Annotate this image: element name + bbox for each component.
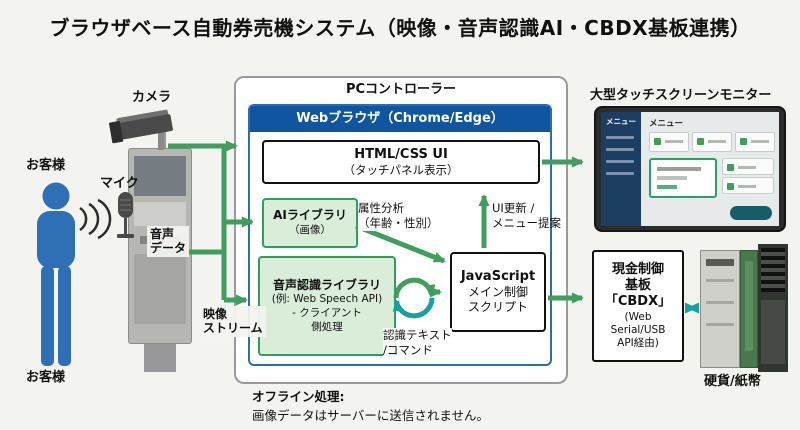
cbdx-title: 現金制御 基板 「CBDX」 xyxy=(604,261,672,310)
cbdx-subtitle: (Web Serial/USB API経由) xyxy=(610,310,666,349)
screen-card xyxy=(649,132,689,152)
cbdx-board-box: 現金制御 基板 「CBDX」 (Web Serial/USB API経由) xyxy=(592,250,684,362)
card-icon xyxy=(654,138,661,145)
sidebar-item xyxy=(606,136,634,139)
recognition-text-label: 認識テキスト /コマンド xyxy=(383,328,452,358)
page-title: ブラウザベース自動券売機システム（映像・音声認識AI・CBDX基板連携） xyxy=(49,16,751,40)
ui-update-label: UI更新 / メニュー提案 xyxy=(492,201,561,230)
card-text-bar xyxy=(738,185,756,188)
screen-card xyxy=(722,177,774,194)
touchscreen-monitor: メニュー メニュー xyxy=(594,106,786,232)
speech-library-box: 音声認識ライブラリ (例: Web Speech API) - クライアント 側… xyxy=(258,256,396,356)
monitor-screen: メニュー メニュー xyxy=(601,112,779,226)
ai-library-box: AIライブラリ （画像） xyxy=(262,198,358,248)
cash-label: 硬貨/紙幣 xyxy=(704,374,761,389)
speech-library-title: 音声認識ライブラリ xyxy=(272,277,381,292)
sidebar-item xyxy=(606,160,634,163)
web-browser-header: Webブラウザ（Chrome/Edge） xyxy=(250,106,550,132)
customer-figure-icon xyxy=(37,182,75,366)
card-icon xyxy=(697,138,704,145)
cash-unit-green-panel xyxy=(740,250,758,368)
offline-note: オフライン処理: 画像データはサーバーに送信されません。 xyxy=(252,386,489,424)
video-stream-label: 映像 ストリーム xyxy=(200,306,266,337)
card-icon xyxy=(727,183,734,190)
attribute-analysis-label: 属性分析 （年齢・性別） xyxy=(358,201,439,231)
screen-card xyxy=(722,158,774,175)
kiosk-screen xyxy=(134,156,186,196)
kiosk-door xyxy=(134,254,186,324)
javascript-box: JavaScript メイン制御 スクリプト xyxy=(450,252,546,332)
camera-label: カメラ xyxy=(132,90,172,105)
camera-icon xyxy=(108,109,173,150)
offline-note-body: 画像データはサーバーに送信されません。 xyxy=(252,408,490,423)
cash-unit-left xyxy=(700,250,740,368)
sidebar-item xyxy=(606,148,634,151)
card-icon xyxy=(727,164,734,171)
card-text-bar xyxy=(657,185,677,189)
cash-hardware-photo xyxy=(700,244,788,372)
monitor-label: 大型タッチスクリーンモニター xyxy=(590,88,772,103)
screen-sidebar-title: メニュー xyxy=(606,117,636,126)
ai-library-subtitle: （画像） xyxy=(289,223,331,236)
card-text-bar xyxy=(657,176,687,180)
cash-unit-right xyxy=(758,244,788,372)
kiosk-panel xyxy=(134,202,186,226)
ai-library-title: AIライブラリ xyxy=(273,208,347,223)
pc-controller-title: PCコントローラー xyxy=(345,82,457,97)
card-icon xyxy=(740,138,747,145)
sound-waves-icon xyxy=(79,198,112,240)
microphone-icon xyxy=(117,192,134,238)
cash-grid xyxy=(761,248,785,292)
cash-panel xyxy=(761,300,785,364)
cash-ridge xyxy=(706,279,734,282)
customer-bottom-label: お客様 xyxy=(26,370,66,385)
cash-ridge xyxy=(706,301,734,304)
audio-data-label: 音声 データ xyxy=(147,226,190,257)
card-text-bar xyxy=(657,167,701,171)
cash-ridge xyxy=(706,323,734,326)
html-css-ui-title: HTML/CSS UI xyxy=(354,146,448,162)
speech-library-body: (例: Web Speech API) - クライアント 側処理 xyxy=(271,293,383,333)
screen-sidebar: メニュー xyxy=(601,112,641,226)
javascript-body: メイン制御 スクリプト xyxy=(467,285,528,315)
card-text-bar xyxy=(665,140,683,143)
screen-selected-card xyxy=(649,158,717,198)
html-css-ui-box: HTML/CSS UI （タッチパネル表示） xyxy=(262,140,540,184)
cash-slot xyxy=(706,259,734,266)
card-text-bar xyxy=(751,140,769,143)
screen-card xyxy=(692,132,732,152)
screen-ok-button xyxy=(730,206,772,220)
offline-note-title: オフライン処理: xyxy=(252,389,345,404)
html-css-ui-subtitle: （タッチパネル表示） xyxy=(343,162,459,177)
microphone-label: マイク xyxy=(100,176,139,191)
kiosk-base xyxy=(144,344,176,372)
screen-card xyxy=(735,132,775,152)
javascript-title: JavaScript xyxy=(460,268,536,284)
screen-menu-title: メニュー xyxy=(649,119,684,129)
customer-top-label: お客様 xyxy=(26,158,66,173)
cash-green-stripe xyxy=(745,261,753,351)
sidebar-item xyxy=(606,172,634,175)
card-text-bar xyxy=(708,140,726,143)
card-text-bar xyxy=(738,166,756,169)
